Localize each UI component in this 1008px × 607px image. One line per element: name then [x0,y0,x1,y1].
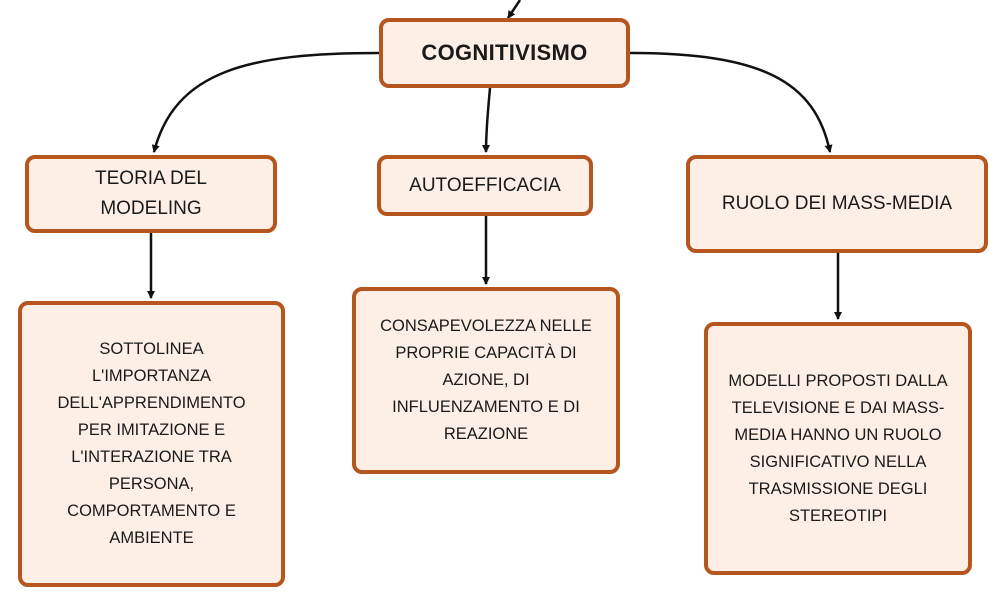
node-ruolo-dei-mass-media-label: RUOLO DEI MASS-MEDIA [721,193,953,214]
connector-root-to-mass-media [629,51,833,153]
node-teoria-del-modeling-label: TEORIA DEL MODELING [95,168,207,219]
root-node-label: COGNITIVISMO [421,40,588,65]
connector-root-to-modeling [151,51,380,153]
node-autoefficacia-detail: CONSAPEVOLEZZA NELLE PROPRIE CAPACITÀ DI… [352,287,620,474]
node-autoefficacia-detail-text: CONSAPEVOLEZZA NELLE PROPRIE CAPACITÀ DI… [380,317,592,443]
node-mass-media-detail: MODELLI PROPOSTI DALLA TELEVISIONE E DAI… [704,322,972,575]
node-modeling-detail: SOTTOLINEA L'IMPORTANZA DELL'APPRENDIMEN… [18,301,285,587]
node-autoefficacia: AUTOEFFICACIA [377,155,593,216]
node-autoefficacia-label: AUTOEFFICACIA [409,174,561,196]
node-mass-media-detail-text: MODELLI PROPOSTI DALLA TELEVISIONE E DAI… [728,371,948,525]
node-teoria-del-modeling: TEORIA DEL MODELING [25,155,277,233]
root-node-cognitivismo: COGNITIVISMO [379,18,630,88]
connector-incoming [506,0,522,19]
connector-root-to-autoefficacia [482,87,492,153]
node-modeling-detail-text: SOTTOLINEA L'IMPORTANZA DELL'APPRENDIMEN… [57,340,246,547]
node-ruolo-dei-mass-media: RUOLO DEI MASS-MEDIA [686,155,988,253]
